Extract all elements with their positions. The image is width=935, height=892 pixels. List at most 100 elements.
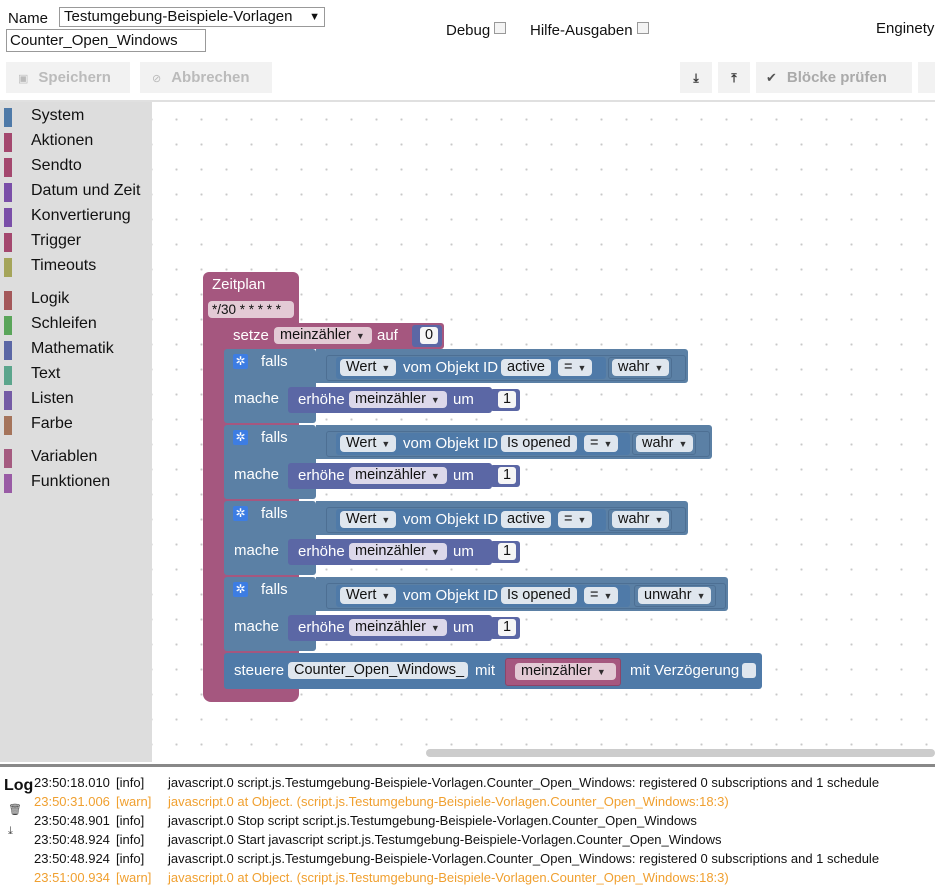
value-label: Wert [346,587,377,603]
toolbox-category-functions[interactable]: Funktionen [0,472,152,494]
toolbox-category-actions[interactable]: Aktionen [0,131,152,153]
import-button[interactable]: ⤒ [718,62,750,93]
log-level: [info] [116,832,145,847]
cancel-button[interactable]: ⊘Abbrechen [140,62,272,93]
check-blocks-button[interactable]: ✔ Blöcke prüfen [756,62,912,93]
toolbox-category-variables[interactable]: Variablen [0,447,152,469]
category-label: Farbe [31,415,73,432]
toolbox-category-text[interactable]: Text [0,364,152,386]
export-button[interactable]: ⤓ [680,62,712,93]
dropdown-arrow-icon: ▼ [430,547,440,557]
delay-checkbox[interactable] [742,663,756,678]
log-message: javascript.0 Stop script script.js.Testu… [168,813,697,828]
toolbox-category-datetime[interactable]: Datum und Zeit [0,181,152,203]
log-time: 23:50:48.924 [34,851,110,866]
operator-dropdown[interactable]: =▼ [584,587,619,604]
by-label: um [453,391,474,408]
dropdown-arrow-icon: ▼ [577,515,587,525]
category-label: Text [31,365,61,382]
more-button[interactable] [918,62,935,93]
category-color [4,416,12,435]
boolean-dropdown[interactable]: wahr▼ [612,359,670,376]
category-label: System [31,107,85,124]
set-label: setze [233,327,269,344]
operator-dropdown[interactable]: =▼ [584,435,619,452]
mutator-gear-icon[interactable]: ✲ [233,354,248,369]
dropdown-arrow-icon: ▼ [309,11,320,23]
toolbox-category-conversion[interactable]: Konvertierung [0,206,152,228]
step-field[interactable]: 1 [498,619,517,636]
download-log-icon[interactable]: ⤓ [8,825,13,837]
do-label: mache [234,466,280,483]
boolean-dropdown[interactable]: wahr▼ [636,435,694,452]
category-label: Mathematik [31,340,114,357]
log-message: javascript.0 script.js.Testumgebung-Beis… [168,775,880,790]
block-toolbox: System Aktionen Sendto Datum und Zeit Ko… [0,102,152,762]
category-color [4,341,12,360]
toolbox-category-system[interactable]: System [0,106,152,128]
value-label: Wert [346,359,377,375]
help-output-toggle[interactable]: Hilfe-Ausgaben [530,22,649,39]
operator-value: = [590,435,599,451]
object-id-field[interactable]: Is opened [501,587,577,604]
object-id-field[interactable]: active [501,359,551,376]
toolbox-category-color[interactable]: Farbe [0,414,152,436]
debug-checkbox[interactable] [494,22,507,34]
boolean-value: wahr [642,435,674,451]
category-label: Variablen [31,448,98,465]
cron-field[interactable]: */30 * * * * * [208,301,294,318]
debug-toggle[interactable]: Debug [446,22,507,39]
boolean-value: wahr [618,359,650,375]
value-dropdown[interactable]: Wert▼ [340,511,397,528]
init-value-field[interactable]: 0 [420,327,439,344]
boolean-dropdown[interactable]: wahr▼ [612,511,670,528]
log-message: javascript.0 Start javascript script.js.… [168,832,722,847]
variable-dropdown[interactable]: meinzähler▼ [349,543,447,560]
value-dropdown[interactable]: Wert▼ [340,435,397,452]
save-button[interactable]: ▣Speichern [6,62,130,93]
category-color [4,158,12,177]
step-field[interactable]: 1 [498,467,517,484]
toolbox-category-trigger[interactable]: Trigger [0,231,152,253]
boolean-dropdown[interactable]: unwahr▼ [638,587,712,604]
header-divider [0,100,935,102]
mutator-gear-icon[interactable]: ✲ [233,506,248,521]
step-field[interactable]: 1 [498,543,517,560]
operator-dropdown[interactable]: =▼ [558,511,593,528]
value-dropdown[interactable]: Wert▼ [340,587,397,604]
object-id-field[interactable]: Is opened [501,435,577,452]
toolbox-category-timeouts[interactable]: Timeouts [0,256,152,278]
category-color [4,316,12,335]
variable-dropdown[interactable]: meinzähler▼ [274,327,372,344]
operator-dropdown[interactable]: =▼ [558,359,593,376]
check-icon: ✔ [766,70,777,85]
mutator-gear-icon[interactable]: ✲ [233,430,248,445]
check-blocks-label: Blöcke prüfen [786,69,887,86]
category-label: Funktionen [31,473,111,490]
script-name-input[interactable] [6,29,206,52]
toolbox-category-loops[interactable]: Schleifen [0,314,152,336]
mutator-gear-icon[interactable]: ✲ [233,582,248,597]
script-group-select[interactable]: Testumgebung-Beispiele-Vorlagen ▼ [59,7,325,27]
control-target-field[interactable]: Counter_Open_Windows_ [288,662,468,679]
value-dropdown[interactable]: Wert▼ [340,359,397,376]
cancel-label: Abbrechen [171,69,250,86]
toolbox-category-lists[interactable]: Listen [0,389,152,411]
variable-dropdown[interactable]: meinzähler▼ [349,391,447,408]
workspace-horizontal-scrollbar[interactable] [426,749,935,757]
object-id-field[interactable]: active [501,511,551,528]
toolbox-category-math[interactable]: Mathematik [0,339,152,361]
increase-label: erhöhe [298,391,345,408]
category-label: Timeouts [31,257,97,274]
save-icon: ▣ [18,73,29,85]
toolbox-category-sendto[interactable]: Sendto [0,156,152,178]
log-time: 23:50:48.924 [34,832,110,847]
trash-icon[interactable]: 🗑 [8,804,22,816]
help-output-checkbox[interactable] [636,22,649,34]
step-field[interactable]: 1 [498,391,517,408]
variable-dropdown[interactable]: meinzähler▼ [349,619,447,636]
variable-dropdown[interactable]: meinzähler▼ [515,663,616,680]
toolbox-category-logic[interactable]: Logik [0,289,152,311]
category-color [4,474,12,493]
variable-dropdown[interactable]: meinzähler▼ [349,467,447,484]
